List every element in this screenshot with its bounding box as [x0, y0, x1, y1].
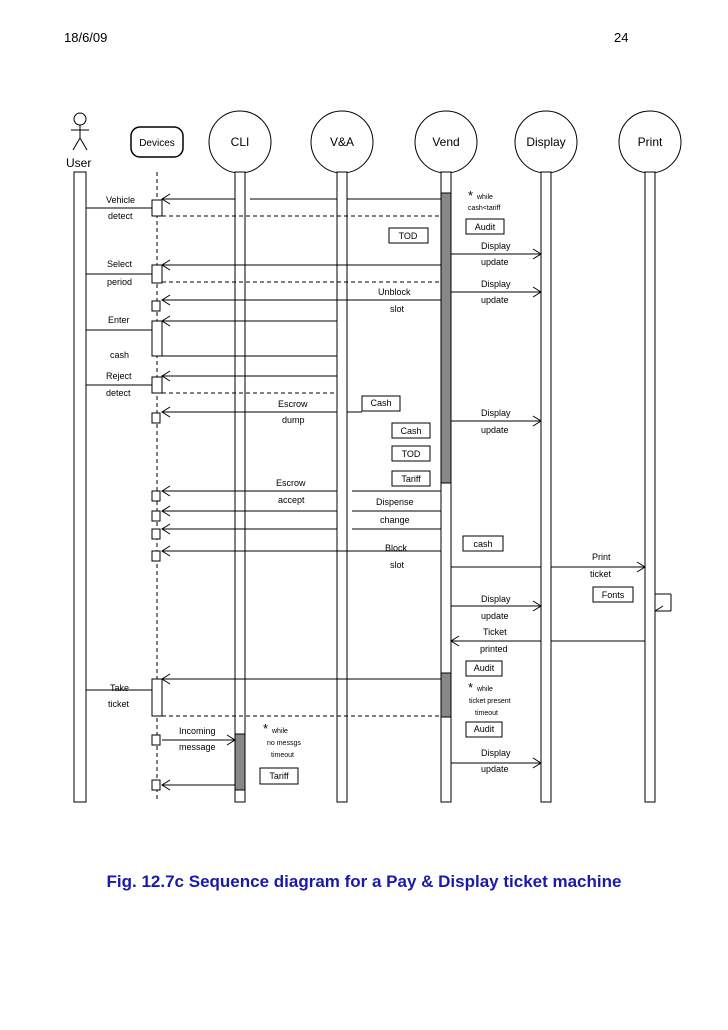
msg-reject-detect: detect — [106, 388, 131, 398]
msg-update-5: update — [481, 764, 509, 774]
msg-tariff-2: Tariff — [269, 771, 289, 781]
msg-enter: Enter — [108, 315, 130, 325]
display-label: Display — [526, 135, 565, 149]
msg-enter-cash: cash — [110, 350, 129, 360]
cli-activation — [234, 733, 246, 791]
msg-while-present-2: ticket present — [469, 698, 511, 705]
msg-message: message — [179, 742, 216, 752]
msg-tod-1: TOD — [399, 231, 418, 241]
msg-star-1: * — [468, 188, 473, 203]
devices-head — [130, 126, 184, 158]
device-boxes — [151, 199, 163, 791]
vend-activation-2 — [440, 672, 452, 718]
msg-vehicle: Vehicle — [106, 195, 135, 205]
devices-label: Devices — [139, 138, 175, 149]
msg-dispense: Dispense — [376, 497, 414, 507]
msg-take-ticket: ticket — [108, 699, 130, 709]
msg-display-4: Display — [481, 594, 511, 604]
msg-while-tariff-1: while — [476, 194, 493, 201]
msg-display-2: Display — [481, 279, 511, 289]
print-lifeline — [644, 171, 656, 803]
vend-activation-1 — [440, 192, 452, 484]
display-lifeline — [540, 171, 552, 803]
vend-lifeline — [440, 171, 452, 803]
msg-while-msg-2: no messgs — [267, 740, 301, 747]
msg-audit-1: Audit — [475, 222, 496, 232]
msg-take: Take — [110, 683, 129, 693]
msg-audit-2: Audit — [474, 663, 495, 673]
msg-ticket: ticket — [590, 569, 612, 579]
page-number: 24 — [614, 30, 629, 45]
msg-period: period — [107, 277, 132, 287]
user-lifeline — [73, 171, 87, 803]
msg-vehicle-detect: detect — [108, 211, 133, 221]
msg-escrow-2: Escrow — [276, 478, 306, 488]
label-boxes — [259, 218, 634, 785]
msg-block: Block — [385, 543, 408, 553]
msg-ticket-2: Ticket — [483, 627, 507, 637]
msg-fonts: Fonts — [602, 590, 625, 600]
va-lifeline — [336, 171, 348, 803]
msg-update-1: update — [481, 257, 509, 267]
msg-cash-box-1: Cash — [370, 398, 391, 408]
msg-while-msg-1: while — [271, 728, 288, 735]
msg-unblock: Unblock — [378, 287, 411, 297]
msg-cash-box-2: Cash — [400, 426, 421, 436]
print-label: Print — [638, 135, 663, 149]
msg-reject: Reject — [106, 371, 132, 381]
msg-display-1: Display — [481, 241, 511, 251]
msg-audit-3: Audit — [474, 724, 495, 734]
message-lines — [86, 193, 672, 791]
msg-select: Select — [107, 259, 133, 269]
cli-lifeline — [234, 171, 246, 803]
msg-escrow-1: Escrow — [278, 399, 308, 409]
msg-update-3: update — [481, 425, 509, 435]
figure-caption: Fig. 12.7c Sequence diagram for a Pay & … — [106, 872, 622, 891]
msg-change: change — [380, 515, 410, 525]
msg-star-2: * — [468, 680, 473, 695]
msg-print: Print — [592, 552, 611, 562]
msg-while-msg-3: timeout — [271, 752, 294, 759]
msg-printed: printed — [480, 644, 508, 654]
msg-cash-box-3: cash — [473, 539, 492, 549]
msg-while-present-1: while — [476, 686, 493, 693]
msg-update-2: update — [481, 295, 509, 305]
msg-update-4: update — [481, 611, 509, 621]
cli-label: CLI — [231, 135, 250, 149]
msg-tod-2: TOD — [402, 449, 421, 459]
msg-tariff-1: Tariff — [401, 474, 421, 484]
vend-label: Vend — [432, 135, 459, 149]
msg-unblock-slot: slot — [390, 304, 405, 314]
user-label: User — [66, 156, 91, 170]
msg-accept: accept — [278, 495, 305, 505]
msg-incoming: Incoming — [179, 726, 216, 736]
page-date: 18/6/09 — [64, 30, 108, 45]
msg-while-present-3: timeout — [475, 710, 498, 717]
user-actor — [71, 112, 89, 151]
msg-star-3: * — [263, 721, 268, 736]
msg-block-slot: slot — [390, 560, 405, 570]
msg-display-5: Display — [481, 748, 511, 758]
msg-display-3: Display — [481, 408, 511, 418]
msg-dump: dump — [282, 415, 305, 425]
msg-while-tariff-2: cash<tariff — [468, 205, 500, 212]
va-label: V&A — [330, 135, 354, 149]
